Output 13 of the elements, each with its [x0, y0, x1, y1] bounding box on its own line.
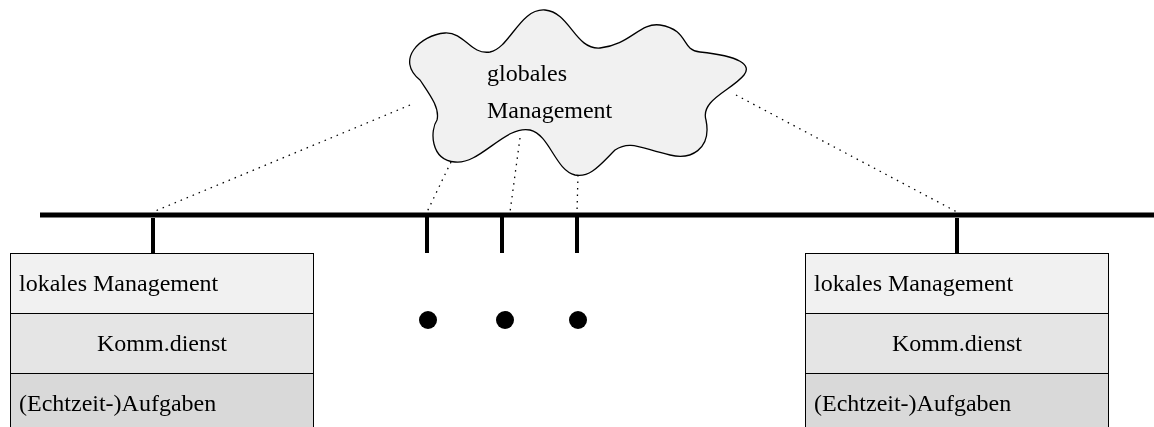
dotted-line [735, 94, 958, 213]
layer-box: lokales Management [10, 253, 314, 314]
node-label: globales Management [487, 59, 614, 125]
dotted-line [509, 137, 521, 213]
layer-box: (Echtzeit-)Aufgaben [805, 373, 1109, 427]
layer-box: Komm.dienst [805, 313, 1109, 374]
dotted-line [426, 161, 452, 213]
connector-line [151, 218, 155, 253]
layer-box: (Echtzeit-)Aufgaben [10, 373, 314, 427]
connector-line [955, 218, 959, 253]
bus-line [40, 212, 1154, 218]
layer-box: Komm.dienst [10, 313, 314, 374]
layer-box: lokales Management [805, 253, 1109, 314]
